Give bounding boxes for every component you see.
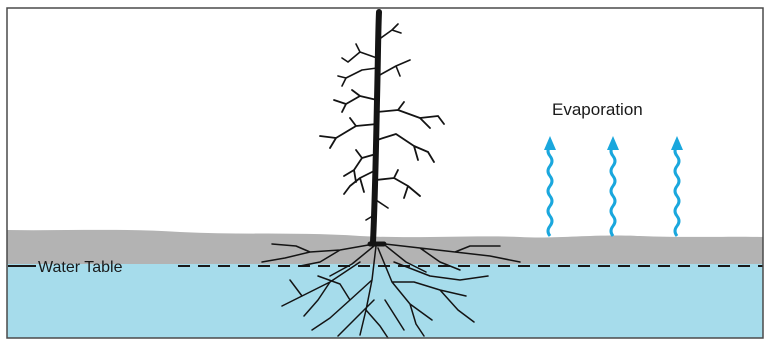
evaporation-label: Evaporation <box>552 100 643 119</box>
water-table-label: Water Table <box>38 259 123 276</box>
